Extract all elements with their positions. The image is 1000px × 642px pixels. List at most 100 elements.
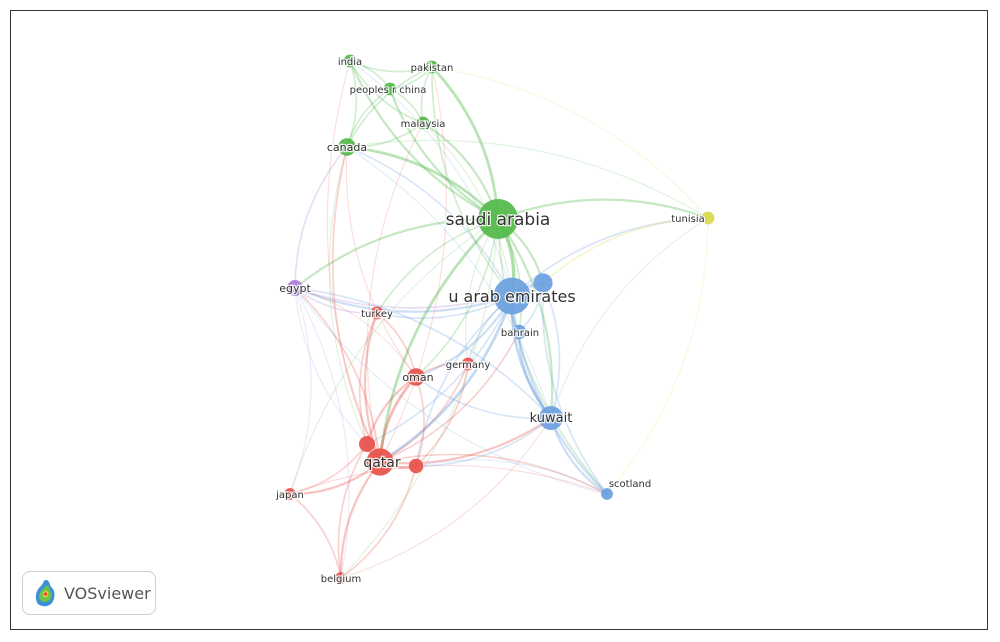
node-unlabeled-red-2[interactable] bbox=[408, 458, 424, 474]
link-pakistan-u_arab_emirates bbox=[431, 66, 513, 297]
network-nodes bbox=[284, 54, 715, 584]
node-germany[interactable] bbox=[461, 357, 475, 371]
link-saudi_arabia-pakistan bbox=[430, 65, 500, 221]
link-kuwait-tunisia bbox=[550, 217, 709, 419]
link-u_arab_emirates-scotland bbox=[510, 294, 609, 496]
link-belgium-unlabeled_red_2 bbox=[340, 465, 417, 579]
link-oman-unlabeled_red_2 bbox=[415, 376, 425, 467]
link-canada-unlabeled_red_1 bbox=[328, 146, 368, 445]
node-bahrain[interactable] bbox=[511, 324, 527, 340]
vosviewer-brand-name: VOSviewer bbox=[64, 583, 151, 603]
label-u-arab-emirates: u arab emirates bbox=[448, 287, 575, 306]
label-india: india bbox=[338, 57, 362, 68]
link-u_arab_emirates-tunisia bbox=[511, 217, 709, 297]
link-malaysia-u_arab_emirates bbox=[422, 122, 513, 297]
link-saudi_arabia-kuwait bbox=[496, 217, 554, 420]
link-saudi_arabia-canada bbox=[345, 145, 500, 221]
label-canada: canada bbox=[327, 141, 367, 154]
node-u-arab-emirates[interactable] bbox=[493, 277, 531, 315]
label-pakistan: pakistan bbox=[411, 63, 454, 74]
label-saudi-arabia: saudi arabia bbox=[446, 210, 551, 230]
node-tunisia[interactable] bbox=[701, 211, 715, 225]
link-germany-unlabeled_red_2 bbox=[415, 363, 469, 467]
link-tunisia-scotland bbox=[606, 217, 709, 495]
label-tunisia: tunisia bbox=[671, 214, 705, 225]
link-qatar-pakistan bbox=[379, 66, 447, 463]
link-tunisia-unlabeled_blue_1 bbox=[542, 217, 709, 284]
link-saudi_arabia-belgium bbox=[340, 218, 499, 579]
link-qatar-canada bbox=[331, 146, 381, 463]
link-u_arab_emirates-unlabeled_red_1 bbox=[366, 295, 513, 445]
node-malaysia[interactable] bbox=[416, 116, 430, 130]
label-turkey: turkey bbox=[361, 309, 393, 320]
link-saudi_arabia-india bbox=[348, 59, 500, 221]
node-turkey[interactable] bbox=[370, 306, 384, 320]
network-frame bbox=[10, 10, 988, 630]
link-egypt-turkey bbox=[294, 287, 378, 315]
label-belgium: belgium bbox=[321, 574, 361, 585]
link-egypt-japan bbox=[289, 287, 312, 495]
link-kuwait-egypt bbox=[294, 287, 552, 419]
label-egypt: egypt bbox=[279, 282, 311, 295]
node-oman[interactable] bbox=[407, 368, 425, 386]
link-u_arab_emirates-canada bbox=[346, 146, 513, 297]
node-india[interactable] bbox=[343, 54, 357, 68]
node-pakistan[interactable] bbox=[425, 60, 439, 74]
node-egypt[interactable] bbox=[287, 280, 303, 296]
link-egypt-unlabeled_red_1 bbox=[294, 287, 368, 445]
link-u_arab_emirates-unlabeled_red_2 bbox=[415, 295, 513, 467]
link-egypt-belgium bbox=[294, 287, 350, 579]
link-qatar-kuwait bbox=[378, 416, 553, 465]
node-unlabeled-blue-1[interactable] bbox=[533, 273, 553, 293]
label-peoples-r-china: peoples r china bbox=[350, 85, 427, 96]
link-saudi_arabia-oman bbox=[415, 218, 499, 378]
link-turkey-unlabeled_red_1 bbox=[358, 312, 378, 445]
node-japan[interactable] bbox=[284, 488, 296, 500]
link-qatar-egypt bbox=[294, 287, 381, 463]
label-bahrain: bahrain bbox=[501, 328, 539, 339]
vosviewer-logo-icon bbox=[35, 580, 55, 607]
node-belgium[interactable] bbox=[335, 572, 347, 584]
network-links bbox=[288, 59, 710, 580]
link-india-pakistan bbox=[349, 60, 433, 73]
link-qatar-bahrain bbox=[379, 331, 520, 463]
link-qatar-germany bbox=[379, 363, 469, 463]
link-qatar-malaysia bbox=[366, 122, 424, 463]
label-scotland: scotland bbox=[609, 479, 651, 490]
link-oman-egypt bbox=[294, 287, 417, 378]
link-canada-tunisia bbox=[346, 139, 709, 219]
link-saudi_arabia-peoples_r_china bbox=[388, 87, 500, 221]
link-kuwait-canada bbox=[346, 146, 552, 419]
node-scotland[interactable] bbox=[601, 488, 613, 500]
link-japan-belgium bbox=[289, 493, 342, 579]
link-oman-canada bbox=[345, 146, 417, 378]
link-saudi_arabia-egypt bbox=[293, 217, 500, 290]
node-peoples-r-china[interactable] bbox=[383, 82, 397, 96]
link-saudi_arabia-japan bbox=[289, 218, 499, 495]
link-canada-india bbox=[346, 60, 358, 148]
link-scotland-egypt bbox=[294, 287, 608, 495]
label-japan: japan bbox=[275, 490, 304, 501]
link-kuwait-unlabeled_red_2 bbox=[415, 417, 552, 467]
link-kuwait-unlabeled_blue_1 bbox=[542, 282, 561, 419]
node-canada[interactable] bbox=[338, 138, 356, 156]
link-japan-unlabeled_red_1 bbox=[289, 443, 368, 495]
link-u_arab_emirates-qatar bbox=[378, 294, 514, 464]
label-malaysia: malaysia bbox=[401, 119, 446, 130]
node-unlabeled-red-1[interactable] bbox=[359, 436, 375, 452]
link-u_arab_emirates-egypt bbox=[293, 286, 514, 313]
link-belgium-kuwait bbox=[340, 417, 552, 579]
node-kuwait[interactable] bbox=[539, 406, 563, 430]
link-kuwait-oman bbox=[415, 376, 552, 420]
link-qatar-india bbox=[326, 60, 381, 463]
node-qatar[interactable] bbox=[366, 448, 394, 476]
node-saudi-arabia[interactable] bbox=[478, 199, 518, 239]
link-saudi_arabia-scotland bbox=[497, 218, 608, 495]
label-oman: oman bbox=[402, 371, 433, 384]
link-scotland-unlabeled_red_2 bbox=[415, 459, 608, 495]
vosviewer-brand-badge: VOSviewer bbox=[22, 571, 156, 615]
link-saudi_arabia-tunisia bbox=[496, 198, 710, 221]
link-india-malaysia bbox=[349, 60, 424, 124]
